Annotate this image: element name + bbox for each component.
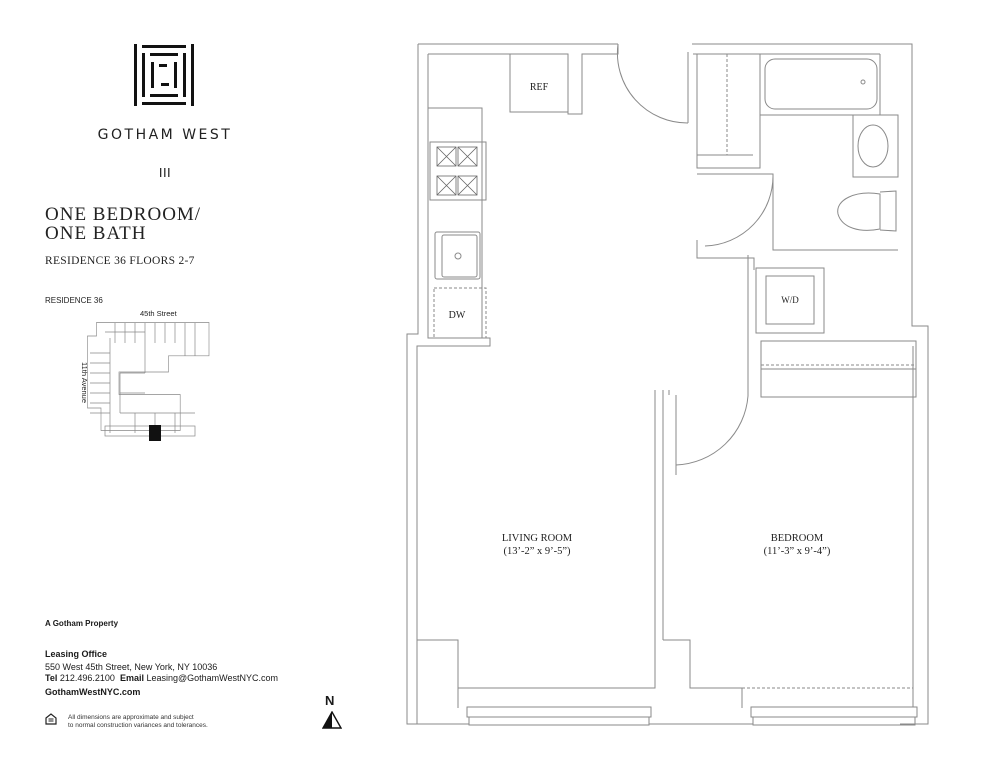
brand-name: GOTHAM WEST	[97, 127, 233, 143]
living-room-dims: (13’-2” x 9’-5”)	[503, 546, 571, 557]
bedroom-dims: (11’-3” x 9’-4”)	[764, 546, 831, 557]
svg-text:W/D: W/D	[781, 295, 799, 305]
compass-label: N	[325, 693, 335, 708]
email-address[interactable]: Leasing@GothamWestNYC.com	[146, 673, 278, 683]
tel-label: Tel	[45, 673, 58, 683]
equal-housing-icon	[45, 713, 57, 725]
north-arrow-icon	[322, 711, 342, 729]
gotham-west-logo-icon	[134, 44, 194, 106]
property-owner: A Gotham Property	[45, 619, 119, 628]
keyplan-label: RESIDENCE 36	[45, 296, 103, 305]
website-link[interactable]: GothamWestNYC.com	[45, 687, 141, 697]
living-room-name: LIVING ROOM	[502, 533, 573, 544]
disclaimer: All dimensions are approximate and subje…	[68, 714, 268, 729]
unit-title-line2: ONE BATH	[45, 223, 147, 244]
leasing-address: 550 West 45th Street, New York, NY 10036	[45, 662, 218, 672]
unit-subtitle: RESIDENCE 36 FLOORS 2-7	[45, 255, 195, 267]
tel-number[interactable]: 212.496.2100	[59, 673, 115, 683]
keyplan-street-label: 45th Street	[140, 309, 177, 318]
email-label: Email	[119, 673, 144, 683]
unit-title-line1: ONE BEDROOM/	[45, 204, 202, 225]
fixture-dw-label: DW	[449, 310, 466, 321]
fixture-ref-label: REF	[530, 82, 549, 93]
keyplan-unit-highlight	[149, 425, 161, 441]
bedroom-name: BEDROOM	[771, 533, 824, 544]
brand-numeral: III	[158, 165, 172, 180]
leasing-heading: Leasing Office	[45, 649, 108, 659]
unit-title: ONE BEDROOM/ ONE BATH	[45, 205, 201, 243]
disclaimer-line2: to normal construction variances and tol…	[68, 721, 208, 729]
disclaimer-line1: All dimensions are approximate and subje…	[68, 714, 194, 721]
keyplan-diagram	[87, 322, 210, 441]
floorplan: W/D REF DW LIVING ROOM (13’-2” x 9’-5”) …	[406, 43, 929, 726]
leasing-contact: Tel 212.496.2100 Email Leasing@GothamWes…	[45, 673, 278, 683]
